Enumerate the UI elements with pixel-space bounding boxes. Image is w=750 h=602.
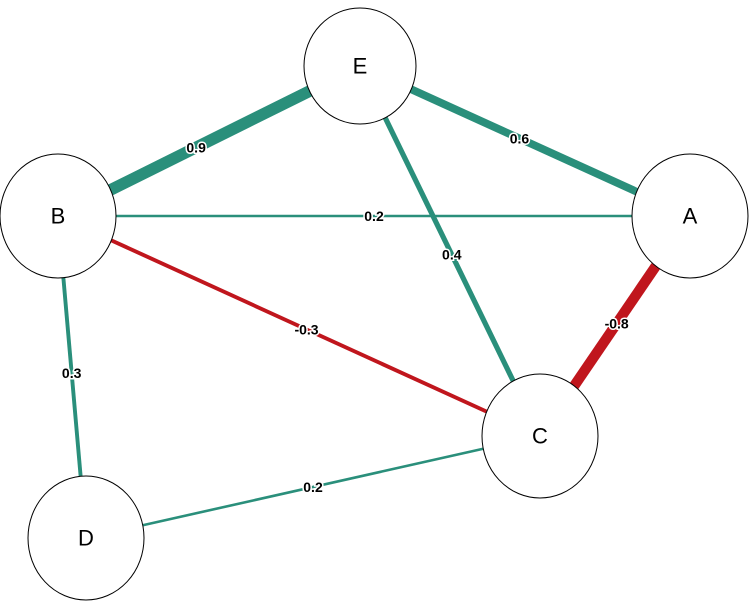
node-circle-d (27, 475, 145, 601)
edge-label-b-d: 0.3 (62, 365, 82, 381)
edge-d-c (142, 447, 484, 527)
edge-label-b-a: 0.2 (364, 208, 384, 224)
edge-label-e-c: 0.4 (442, 247, 462, 263)
node-a: A (631, 153, 749, 279)
edge-b-c (110, 238, 488, 414)
node-e: E (303, 7, 417, 125)
node-d: D (27, 475, 145, 601)
edges-layer (61, 85, 661, 527)
node-label-d: D (78, 526, 94, 551)
node-circle-e (303, 7, 417, 125)
node-label-a: A (683, 204, 698, 229)
node-b: B (0, 153, 117, 279)
edge-label-a-c: -0.8 (605, 316, 629, 332)
nodes-layer: E B A C D (0, 7, 749, 601)
edge-label-b-e: 0.9 (186, 139, 206, 155)
edge-labels-layer: 0.9 0.6 0.2 0.4 -0.3 -0.8 0.3 0.2 (60, 129, 630, 497)
edge-label-d-c: 0.2 (303, 479, 323, 495)
node-label-c: C (532, 424, 548, 449)
edge-b-e (107, 85, 313, 196)
edge-b-d (61, 277, 83, 477)
node-circle-b (0, 153, 117, 279)
node-circle-c (481, 373, 599, 499)
node-label-e: E (353, 54, 368, 79)
edge-label-e-a: 0.6 (510, 130, 530, 146)
node-circle-a (631, 153, 749, 279)
node-label-b: B (51, 204, 66, 229)
edge-e-c (382, 116, 516, 383)
edge-e-a (409, 85, 639, 196)
edge-a-c (569, 263, 661, 389)
edge-label-b-c: -0.3 (294, 321, 318, 337)
node-c: C (481, 373, 599, 499)
